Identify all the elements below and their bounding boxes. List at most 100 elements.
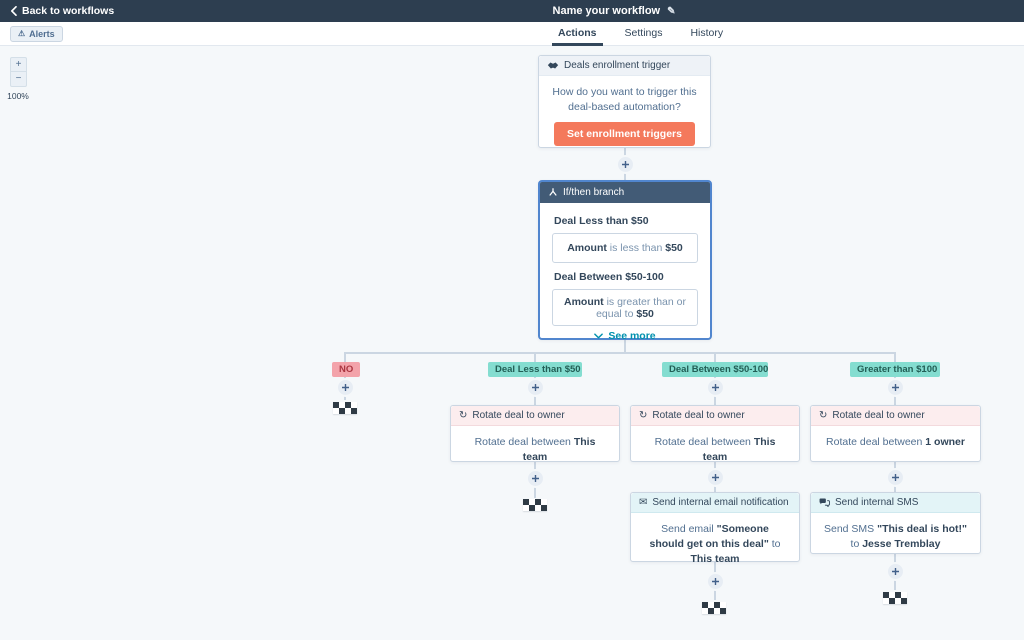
rotate-card-title: Rotate deal to owner bbox=[472, 410, 565, 421]
zoom-controls: + − 100% bbox=[7, 57, 29, 101]
if-then-branch-card[interactable]: If/then branch Deal Less than $50 Amount… bbox=[538, 180, 712, 342]
sms-text: to bbox=[850, 538, 860, 551]
zoom-in-button[interactable]: + bbox=[10, 57, 27, 72]
add-action-button[interactable] bbox=[338, 380, 353, 395]
plus-icon bbox=[712, 578, 719, 585]
send-sms-card[interactable]: Send internal SMS Send SMS "This deal is… bbox=[810, 492, 981, 554]
sms-card-body: Send SMS "This deal is hot!" to Jesse Tr… bbox=[811, 513, 980, 561]
plus-icon bbox=[712, 384, 719, 391]
add-action-button[interactable] bbox=[888, 470, 903, 485]
trigger-card-body: How do you want to trigger this deal-bas… bbox=[539, 76, 710, 155]
branch-badge-deal-less-50: Deal Less than $50 bbox=[488, 362, 582, 377]
rotate-card-body: Rotate deal between This team bbox=[451, 426, 619, 474]
plus-icon bbox=[532, 475, 539, 482]
trigger-card-header: Deals enrollment trigger bbox=[539, 56, 710, 76]
workflow-canvas[interactable]: + − 100% Deals enrollment trigger How do… bbox=[0, 46, 1024, 640]
rotate-card-title: Rotate deal to owner bbox=[652, 410, 745, 421]
branch-badge-no: NO bbox=[332, 362, 361, 377]
see-more-label: See more bbox=[608, 330, 656, 342]
trigger-card-title: Deals enrollment trigger bbox=[564, 60, 671, 71]
tab-history[interactable]: History bbox=[690, 27, 724, 39]
rotate-icon: ↻ bbox=[459, 409, 468, 421]
branch-icon bbox=[548, 188, 558, 197]
add-action-button[interactable] bbox=[888, 380, 903, 395]
plus-icon bbox=[892, 568, 899, 575]
connector-line bbox=[714, 352, 716, 363]
chevron-down-icon bbox=[594, 333, 604, 339]
plus-icon bbox=[342, 384, 349, 391]
connector-line bbox=[344, 352, 346, 363]
branch-split-line bbox=[344, 352, 896, 354]
rotate-text: Rotate deal between bbox=[474, 436, 571, 448]
email-card-title: Send internal email notification bbox=[652, 497, 789, 508]
branch-badge-greater-100: Greater than $100 bbox=[850, 362, 940, 377]
plus-icon bbox=[532, 384, 539, 391]
set-enrollment-triggers-button[interactable]: Set enrollment triggers bbox=[554, 122, 695, 147]
tab-settings[interactable]: Settings bbox=[624, 27, 663, 39]
if-then-card-title: If/then branch bbox=[563, 187, 625, 198]
tab-bar: Actions Settings History bbox=[552, 22, 729, 46]
plus-icon bbox=[622, 161, 629, 168]
add-action-button[interactable] bbox=[708, 380, 723, 395]
email-recipient: This team bbox=[690, 553, 740, 566]
back-to-workflows-link[interactable]: Back to workflows bbox=[10, 5, 114, 17]
add-action-button[interactable] bbox=[708, 470, 723, 485]
email-card-header: ✉ Send internal email notification bbox=[631, 493, 799, 513]
rotate-target: 1 owner bbox=[925, 436, 965, 448]
edit-pencil-icon[interactable]: ✎ bbox=[667, 5, 676, 17]
condition-field: Amount bbox=[564, 296, 604, 308]
see-more-link[interactable]: See more bbox=[552, 330, 698, 342]
alerts-button[interactable]: ⚠ Alerts bbox=[10, 26, 63, 42]
end-flag-icon bbox=[523, 499, 547, 511]
sms-text: Send SMS bbox=[823, 523, 875, 535]
workflow-title-text: Name your workflow bbox=[552, 5, 661, 17]
condition-box[interactable]: Amount is greater than or equal to $50 bbox=[552, 289, 698, 326]
toolbar: ⚠ Alerts Actions Settings History bbox=[0, 22, 1024, 46]
end-flag-icon bbox=[702, 602, 726, 614]
rotate-icon: ↻ bbox=[639, 409, 648, 421]
plus-icon bbox=[892, 384, 899, 391]
if-then-card-body: Deal Less than $50 Amount is less than $… bbox=[540, 203, 710, 348]
rotate-deal-card-2[interactable]: ↻ Rotate deal to owner Rotate deal betwe… bbox=[630, 405, 800, 463]
send-email-card[interactable]: ✉ Send internal email notification Send … bbox=[630, 492, 800, 566]
rotate-card-body: Rotate deal between This team bbox=[631, 426, 799, 474]
add-action-button[interactable] bbox=[618, 157, 633, 172]
connector-line bbox=[624, 340, 626, 353]
add-action-button[interactable] bbox=[888, 564, 903, 579]
trigger-question: How do you want to trigger this deal-bas… bbox=[552, 86, 697, 114]
top-nav: Back to workflows Name your workflow ✎ bbox=[0, 0, 1024, 22]
branch-badge-deal-50-100: Deal Between $50-100 bbox=[662, 362, 768, 377]
sms-card-title: Send internal SMS bbox=[835, 497, 919, 508]
trigger-card[interactable]: Deals enrollment trigger How do you want… bbox=[538, 55, 711, 148]
rotate-card-header: ↻ Rotate deal to owner bbox=[631, 406, 799, 426]
condition-box[interactable]: Amount is less than $50 bbox=[552, 233, 698, 263]
warning-icon: ⚠ bbox=[18, 29, 26, 38]
alerts-label: Alerts bbox=[29, 29, 55, 39]
rotate-target: This team bbox=[522, 436, 596, 464]
rotate-icon: ↻ bbox=[819, 409, 828, 421]
condition-operator: is greater than or equal to bbox=[596, 296, 686, 320]
connector-line bbox=[534, 352, 536, 363]
condition-label: Deal Less than $50 bbox=[554, 215, 649, 227]
condition-field: Amount bbox=[567, 242, 607, 254]
add-action-button[interactable] bbox=[528, 380, 543, 395]
rotate-card-title: Rotate deal to owner bbox=[832, 410, 925, 421]
rotate-deal-card-1[interactable]: ↻ Rotate deal to owner Rotate deal betwe… bbox=[450, 405, 620, 463]
condition-label: Deal Between $50-100 bbox=[554, 271, 664, 283]
envelope-icon: ✉ bbox=[639, 496, 648, 508]
sms-card-header: Send internal SMS bbox=[811, 493, 980, 513]
workflow-title[interactable]: Name your workflow ✎ bbox=[553, 5, 676, 17]
plus-icon bbox=[712, 474, 719, 481]
zoom-out-button[interactable]: − bbox=[10, 72, 27, 87]
rotate-deal-card-3[interactable]: ↻ Rotate deal to owner Rotate deal betwe… bbox=[810, 405, 981, 462]
tab-actions[interactable]: Actions bbox=[552, 22, 603, 46]
add-action-button[interactable] bbox=[528, 471, 543, 486]
rotate-card-header: ↻ Rotate deal to owner bbox=[451, 406, 619, 426]
end-flag-icon bbox=[883, 592, 907, 604]
condition-value: $50 bbox=[665, 242, 683, 254]
zoom-level-label: 100% bbox=[7, 91, 29, 101]
add-action-button[interactable] bbox=[708, 574, 723, 589]
rotate-target: This team bbox=[702, 436, 776, 464]
rotate-card-body: Rotate deal between 1 owner bbox=[811, 426, 980, 459]
sms-message: "This deal is hot!" bbox=[877, 523, 967, 535]
